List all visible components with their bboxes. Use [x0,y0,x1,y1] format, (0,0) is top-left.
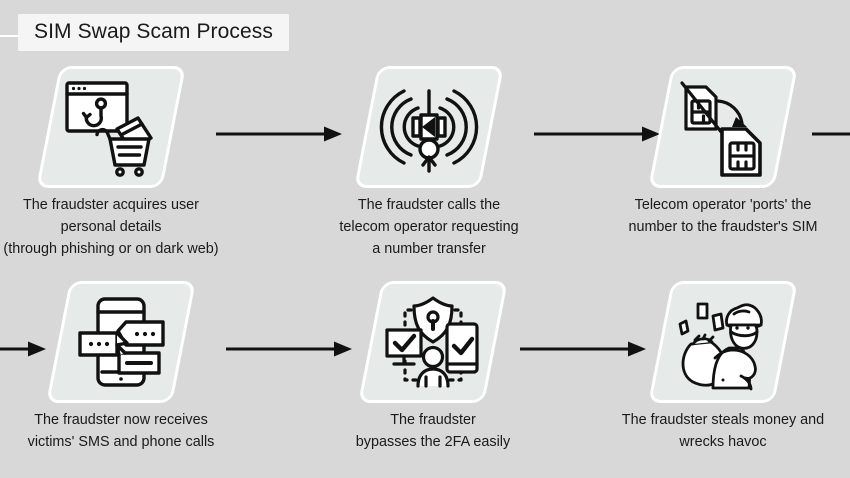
cell-tower-signal-icon [366,66,492,188]
step-1-caption: The fraudster acquires user personal det… [3,197,219,257]
step-6: The fraudster steals money and wrecks ha… [622,281,824,450]
page-title-text: SIM Swap Scam Process [34,20,274,43]
page-title: SIM Swap Scam Process [18,14,290,52]
arrow-1-to-2 [216,124,342,144]
step-6-caption: The fraudster steals money and wrecks ha… [621,412,825,450]
phone-sms-bubbles-icon [58,281,184,403]
step-5: The fraudster bypasses the 2FA easily [356,281,510,450]
phishing-browser-cart-icon [48,66,174,188]
step-3-caption: Telecom operator 'ports' the number to t… [628,197,818,235]
sim-swap-icon [660,66,786,188]
step-4: The fraudster now receives victims' SMS … [28,281,214,450]
arrow-4-to-5 [226,339,352,359]
arrow-2-to-3 [534,124,660,144]
step-3: Telecom operator 'ports' the number to t… [628,66,818,235]
step-5-caption: The fraudster bypasses the 2FA easily [355,412,511,450]
two-factor-auth-shield-icon [370,281,496,403]
step-1: The fraudster acquires user personal det… [3,66,219,257]
step-2: The fraudster calls the telecom operator… [339,66,519,257]
arrow-3-to-offscreen [812,124,850,144]
arrow-5-to-6 [520,339,646,359]
arrow-offscreen-to-4 [0,339,46,359]
step-4-caption: The fraudster now receives victims' SMS … [27,412,215,450]
step-2-caption: The fraudster calls the telecom operator… [339,197,519,257]
thief-money-bag-icon [660,281,786,403]
